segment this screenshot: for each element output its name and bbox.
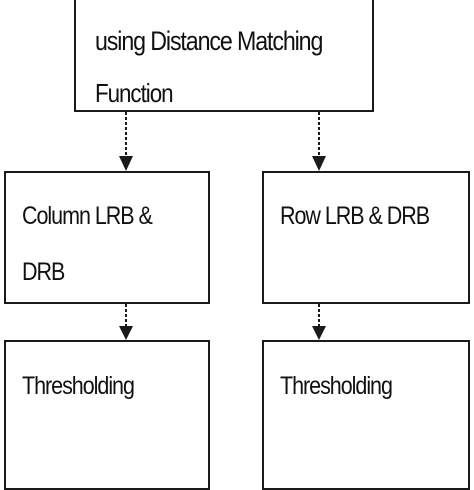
- row-lrb-drb-box: [262, 171, 470, 304]
- column-lrb-drb-label-line2: DRB: [22, 258, 65, 286]
- distance-matching-label-line2: using Distance Matching: [95, 26, 323, 56]
- thresholding-left-box: [4, 340, 210, 490]
- thresholding-right-label: Thresholding: [280, 372, 393, 400]
- thresholding-right-box: [262, 340, 470, 490]
- thresholding-left-label: Thresholding: [22, 372, 135, 400]
- distance-matching-box: [74, 0, 374, 112]
- arrowhead-column-icon: [119, 156, 133, 171]
- connector-arrows: [119, 112, 326, 340]
- row-lrb-drb-label: Row LRB & DRB: [280, 202, 430, 230]
- arrowhead-row-icon: [312, 156, 326, 171]
- distance-matching-label-line3: Function: [95, 78, 174, 108]
- arrowhead-threshold-right-icon: [312, 326, 326, 340]
- arrowhead-threshold-left-icon: [119, 326, 133, 340]
- column-lrb-drb-label-line1: Column LRB &: [22, 202, 153, 230]
- column-lrb-drb-box: [4, 171, 210, 304]
